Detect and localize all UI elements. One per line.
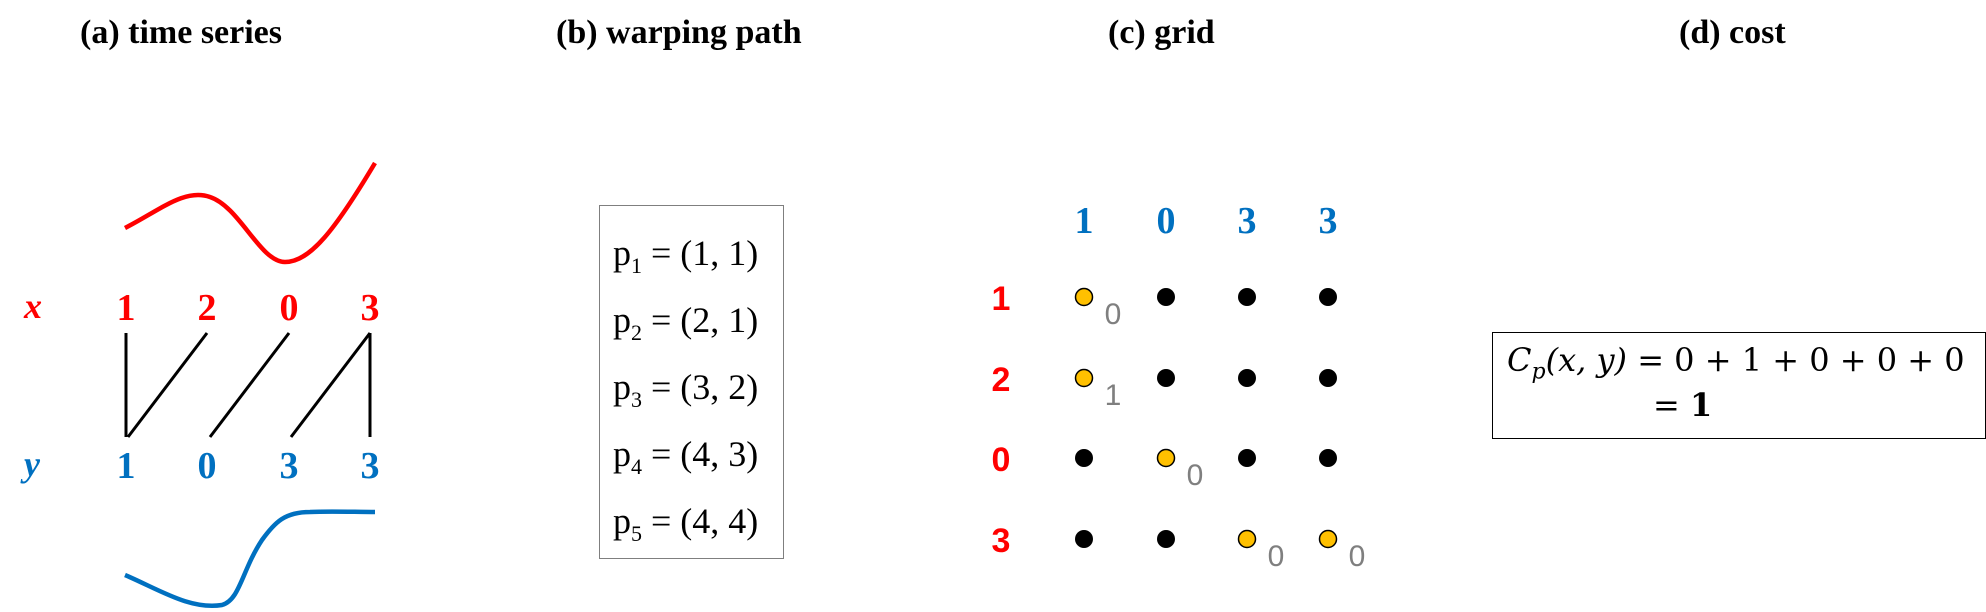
cost-result: = 1	[1653, 386, 1713, 424]
alignment-line-4-3	[289, 332, 372, 438]
grid-row-label: 0	[992, 441, 1011, 479]
path-cell-dot	[1074, 368, 1094, 388]
alignment-line-3-2	[208, 332, 291, 438]
grid-cell-dot	[1238, 288, 1256, 306]
x-value: 2	[198, 287, 217, 329]
grid-column-label: 1	[1075, 200, 1094, 242]
warping-path-row: p3 = (3, 2)	[613, 367, 759, 413]
warping-path-row: p2 = (2, 1)	[613, 300, 759, 346]
x-value: 3	[361, 287, 380, 329]
title-time-series: (a) time series	[80, 14, 283, 51]
grid-cell-dot	[1319, 449, 1337, 467]
cost-formula-box: Cp(x, y) = 0 + 1 + 0 + 0 + 0 = 1	[1492, 332, 1986, 439]
grid-column-label: 3	[1238, 200, 1257, 242]
title-cost: (d) cost	[1679, 14, 1786, 51]
x-series-curve	[123, 161, 377, 265]
path-cell-dot	[1318, 529, 1338, 549]
grid-row-label: 3	[992, 522, 1011, 560]
grid-cell-dot	[1157, 530, 1175, 548]
y-value: 0	[198, 445, 217, 487]
y-value: 3	[280, 445, 299, 487]
path-cell-dot	[1237, 529, 1257, 549]
warping-path-box: p1 = (1, 1) p2 = (2, 1) p3 = (3, 2) p4 =…	[599, 205, 784, 559]
warping-path-row: p1 = (1, 1)	[613, 233, 759, 279]
grid-cell-dot	[1319, 288, 1337, 306]
grid-cell-dot	[1238, 369, 1256, 387]
title-grid: (c) grid	[1108, 14, 1215, 51]
grid-cell-costs: 0 1 0 0 0	[1105, 298, 1366, 573]
grid-cell-dot	[1157, 288, 1175, 306]
grid-dots	[1074, 287, 1338, 549]
alignment-lines	[124, 332, 372, 438]
warping-path-row: p5 = (4, 4)	[613, 501, 759, 547]
path-cell-dot	[1156, 448, 1176, 468]
grid-row-label: 2	[992, 361, 1011, 399]
y-series-label: y	[20, 444, 41, 484]
grid-cell-dot	[1238, 449, 1256, 467]
path-cell-cost: 1	[1105, 379, 1122, 412]
x-values: 1 2 0 3	[117, 287, 380, 329]
grid-row-label: 1	[992, 280, 1011, 318]
grid-cell-dot	[1075, 530, 1093, 548]
path-cell-cost: 0	[1187, 459, 1204, 492]
grid-column-labels: 1 0 3 3	[1075, 200, 1338, 242]
x-value: 0	[280, 287, 299, 329]
alignment-line-2-1	[126, 332, 209, 438]
grid-row-labels: 1 2 0 3	[992, 280, 1011, 560]
path-cell-cost: 0	[1105, 298, 1122, 331]
grid-cell-dot	[1157, 369, 1175, 387]
x-value: 1	[117, 287, 136, 329]
y-values: 1 0 3 3	[117, 445, 380, 487]
path-cell-cost: 0	[1268, 540, 1285, 573]
y-value: 1	[117, 445, 136, 487]
grid-cell-dot	[1319, 369, 1337, 387]
grid-column-label: 3	[1319, 200, 1338, 242]
grid-column-label: 0	[1157, 200, 1176, 242]
y-series-curve	[124, 509, 376, 609]
x-series-label: x	[23, 286, 42, 326]
cost-formula: Cp(x, y) = 0 + 1 + 0 + 0 + 0	[1507, 341, 1965, 385]
warping-path-row: p4 = (4, 3)	[613, 434, 759, 480]
y-value: 3	[361, 445, 380, 487]
title-warping-path: (b) warping path	[556, 14, 802, 51]
path-cell-dot	[1074, 287, 1094, 307]
grid-cell-dot	[1075, 449, 1093, 467]
path-cell-cost: 0	[1349, 540, 1366, 573]
